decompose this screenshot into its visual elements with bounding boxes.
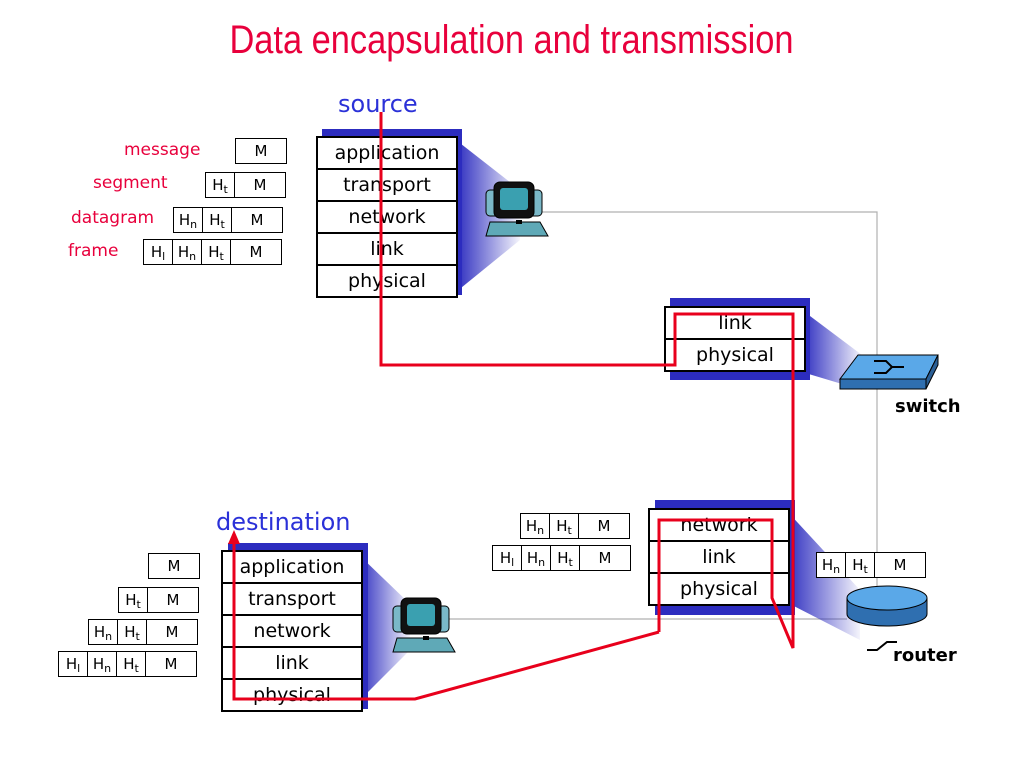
payload-m: M — [231, 208, 282, 232]
header-transport: Ht — [201, 240, 230, 264]
header-transport: Ht — [212, 176, 228, 196]
packet-frame-dest: Hl Hn Ht M — [58, 651, 197, 677]
payload-m: M — [147, 588, 198, 612]
packet-datagram-dest: Hn Ht M — [88, 619, 198, 645]
header-link: Hl — [150, 243, 166, 263]
packet-frame: Hl Hn Ht M — [143, 239, 282, 265]
destination-layer-application: application — [223, 552, 361, 584]
path-switch-to-router — [657, 510, 795, 649]
packet-segment-dest: Ht M — [118, 587, 199, 613]
payload-m: M — [254, 142, 268, 160]
packet-datagram-router-out: Hn Ht M — [816, 552, 926, 578]
router-icon — [846, 585, 928, 651]
header-transport: Ht — [202, 208, 231, 232]
source-stack: application transport network link physi… — [316, 136, 458, 298]
packet-message: M — [235, 138, 287, 164]
destination-layer-link: link — [223, 648, 361, 680]
segment-label: segment — [93, 173, 168, 193]
header-network: Hn — [172, 240, 201, 264]
source-layer-transport: transport — [318, 170, 456, 202]
header-network: Hn — [93, 623, 113, 643]
header-transport: Ht — [116, 652, 145, 676]
packet-frame-router-in: Hl Hn Ht M — [492, 545, 631, 571]
payload-m: M — [234, 173, 285, 197]
payload-m: M — [145, 652, 196, 676]
router-label: router — [893, 645, 957, 666]
header-network: Hn — [821, 556, 841, 576]
switch-icon — [839, 354, 939, 390]
source-layer-physical: physical — [348, 270, 426, 292]
page-title: Data encapsulation and transmission — [229, 18, 794, 62]
header-transport: Ht — [845, 553, 874, 577]
source-label: source — [338, 90, 418, 118]
switch-label: switch — [895, 396, 961, 417]
payload-m: M — [230, 240, 281, 264]
frame-label: frame — [68, 241, 119, 261]
switch-layer-link: link — [666, 308, 804, 340]
computer-icon — [392, 597, 456, 653]
link-source-switch — [540, 211, 878, 360]
payload-m: M — [874, 553, 925, 577]
header-transport: Ht — [550, 546, 579, 570]
header-network: Hn — [87, 652, 116, 676]
source-layer-application: application — [318, 138, 456, 170]
header-network: Hn — [521, 546, 550, 570]
header-transport: Ht — [117, 620, 146, 644]
packet-segment: Ht M — [205, 172, 286, 198]
destination-layer-transport: transport — [223, 584, 361, 616]
destination-stack: application transport network link physi… — [221, 550, 363, 712]
router-layer-link: link — [650, 542, 788, 574]
computer-icon — [485, 181, 549, 237]
packet-message-dest: M — [148, 553, 200, 579]
packet-datagram: Hn Ht M — [173, 207, 283, 233]
payload-m: M — [146, 620, 197, 644]
payload-m: M — [578, 514, 629, 538]
switch-stack: link physical — [664, 306, 806, 372]
datagram-label: datagram — [71, 208, 155, 228]
header-transport: Ht — [549, 514, 578, 538]
header-transport: Ht — [125, 591, 141, 611]
header-link: Hl — [499, 549, 515, 569]
payload-m: M — [167, 557, 181, 575]
router-layer-physical: physical — [680, 578, 758, 600]
path-router-to-destination — [232, 535, 660, 701]
header-network: Hn — [525, 517, 545, 537]
source-layer-network: network — [318, 202, 456, 234]
source-layer-link: link — [318, 234, 456, 266]
destination-label: destination — [216, 508, 351, 536]
switch-layer-physical: physical — [696, 344, 774, 366]
header-network: Hn — [178, 211, 198, 231]
payload-m: M — [579, 546, 630, 570]
packet-datagram-router-in: Hn Ht M — [520, 513, 630, 539]
message-label: message — [124, 140, 201, 160]
destination-layer-network: network — [223, 616, 361, 648]
path-source-to-switch — [379, 112, 795, 510]
header-link: Hl — [65, 655, 81, 675]
path-arrowhead — [228, 530, 240, 544]
